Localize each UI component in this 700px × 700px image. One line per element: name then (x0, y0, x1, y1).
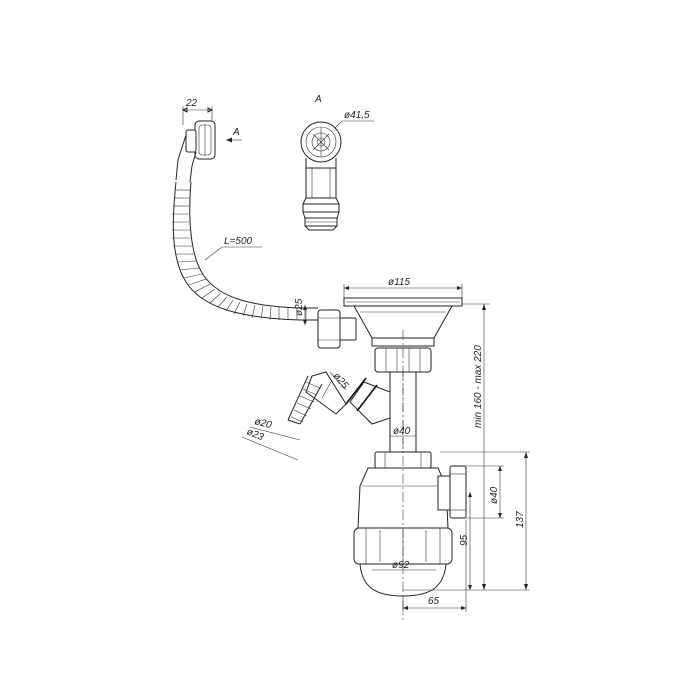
view-a-detail (300, 120, 374, 231)
vertical-pipe (374, 347, 432, 469)
dim-65-label: 65 (428, 596, 440, 607)
dim-41-5-label: ø41,5 (344, 110, 370, 121)
overflow-connector (303, 305, 357, 349)
dimension-lines (402, 304, 530, 620)
dim-25-top-label: ø25 (294, 298, 305, 316)
dim-20-label: ø20 (253, 416, 273, 431)
dim-40-pipe-label: ø40 (393, 426, 411, 437)
bottle-trap (353, 465, 467, 597)
dim-137-label: 137 (515, 511, 526, 528)
labels: 22 A A ø41,5 L=500 ø115 ø25 min 160 - ma… (185, 94, 526, 607)
overflow-head (175, 106, 242, 183)
dim-40-outlet-label: ø40 (489, 486, 500, 504)
view-a-arrow-label: A (232, 127, 240, 138)
dim-range-label: min 160 - max 220 (473, 345, 484, 428)
corrugated-hose (172, 181, 318, 321)
strainer-bowl (343, 284, 490, 347)
side-branch-inlet (241, 371, 391, 461)
dim-92-label: ø92 (392, 560, 410, 571)
dim-22-label: 22 (185, 98, 198, 109)
dim-95-label: 95 (459, 534, 470, 546)
hose-length-label: L=500 (224, 236, 253, 247)
dim-115-label: ø115 (388, 277, 410, 288)
view-a-title: A (314, 94, 322, 105)
